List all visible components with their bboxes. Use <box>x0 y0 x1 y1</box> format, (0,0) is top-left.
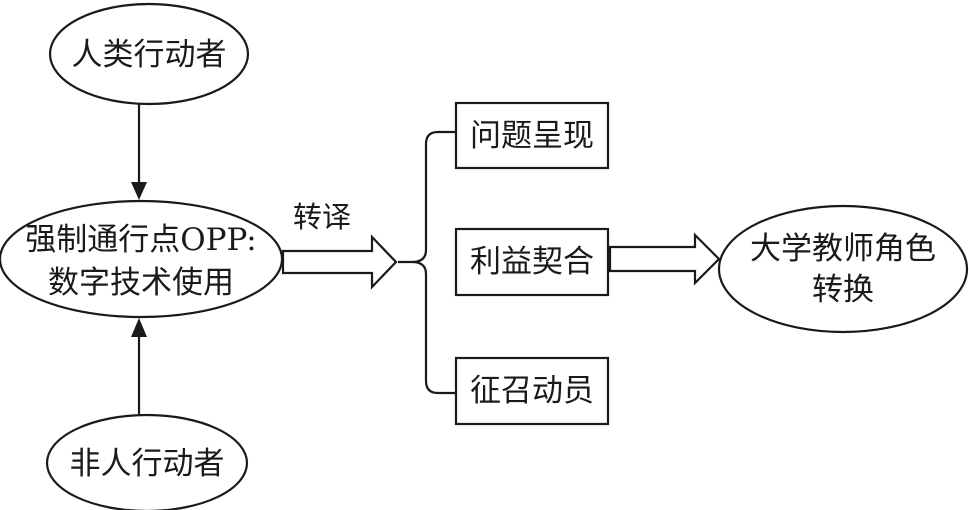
human-actor-node: 人类行动者 <box>48 2 250 106</box>
opp-label-line2: 数字技术使用 <box>48 265 234 301</box>
outcome-arrow <box>608 232 721 286</box>
arrow-human-to-opp <box>131 104 147 200</box>
role-transformation-node: 大学教师角色 转换 <box>717 204 969 334</box>
translation-label: 转译 <box>293 200 351 234</box>
nonhuman-actor-node: 非人行动者 <box>45 413 249 510</box>
stage-brace <box>398 130 456 395</box>
stage-interessement: 利益契合 <box>454 227 610 297</box>
human-actor-label: 人类行动者 <box>72 37 227 73</box>
opp-label-line1: 强制通行点OPP: <box>25 222 256 258</box>
stage-problematisation: 问题呈现 <box>454 101 610 170</box>
role-label-line2: 转换 <box>812 272 874 308</box>
enrolment-label: 征召动员 <box>470 373 594 409</box>
nonhuman-actor-label: 非人行动者 <box>70 446 225 482</box>
translation-arrow <box>281 234 398 290</box>
interessement-label: 利益契合 <box>470 244 594 280</box>
stage-enrolment: 征召动员 <box>454 356 610 426</box>
opp-node: 强制通行点OPP: 数字技术使用 <box>0 199 284 319</box>
problematisation-label: 问题呈现 <box>470 118 594 154</box>
role-label-line1: 大学教师角色 <box>750 231 936 267</box>
arrow-nonhuman-to-opp <box>131 318 147 414</box>
